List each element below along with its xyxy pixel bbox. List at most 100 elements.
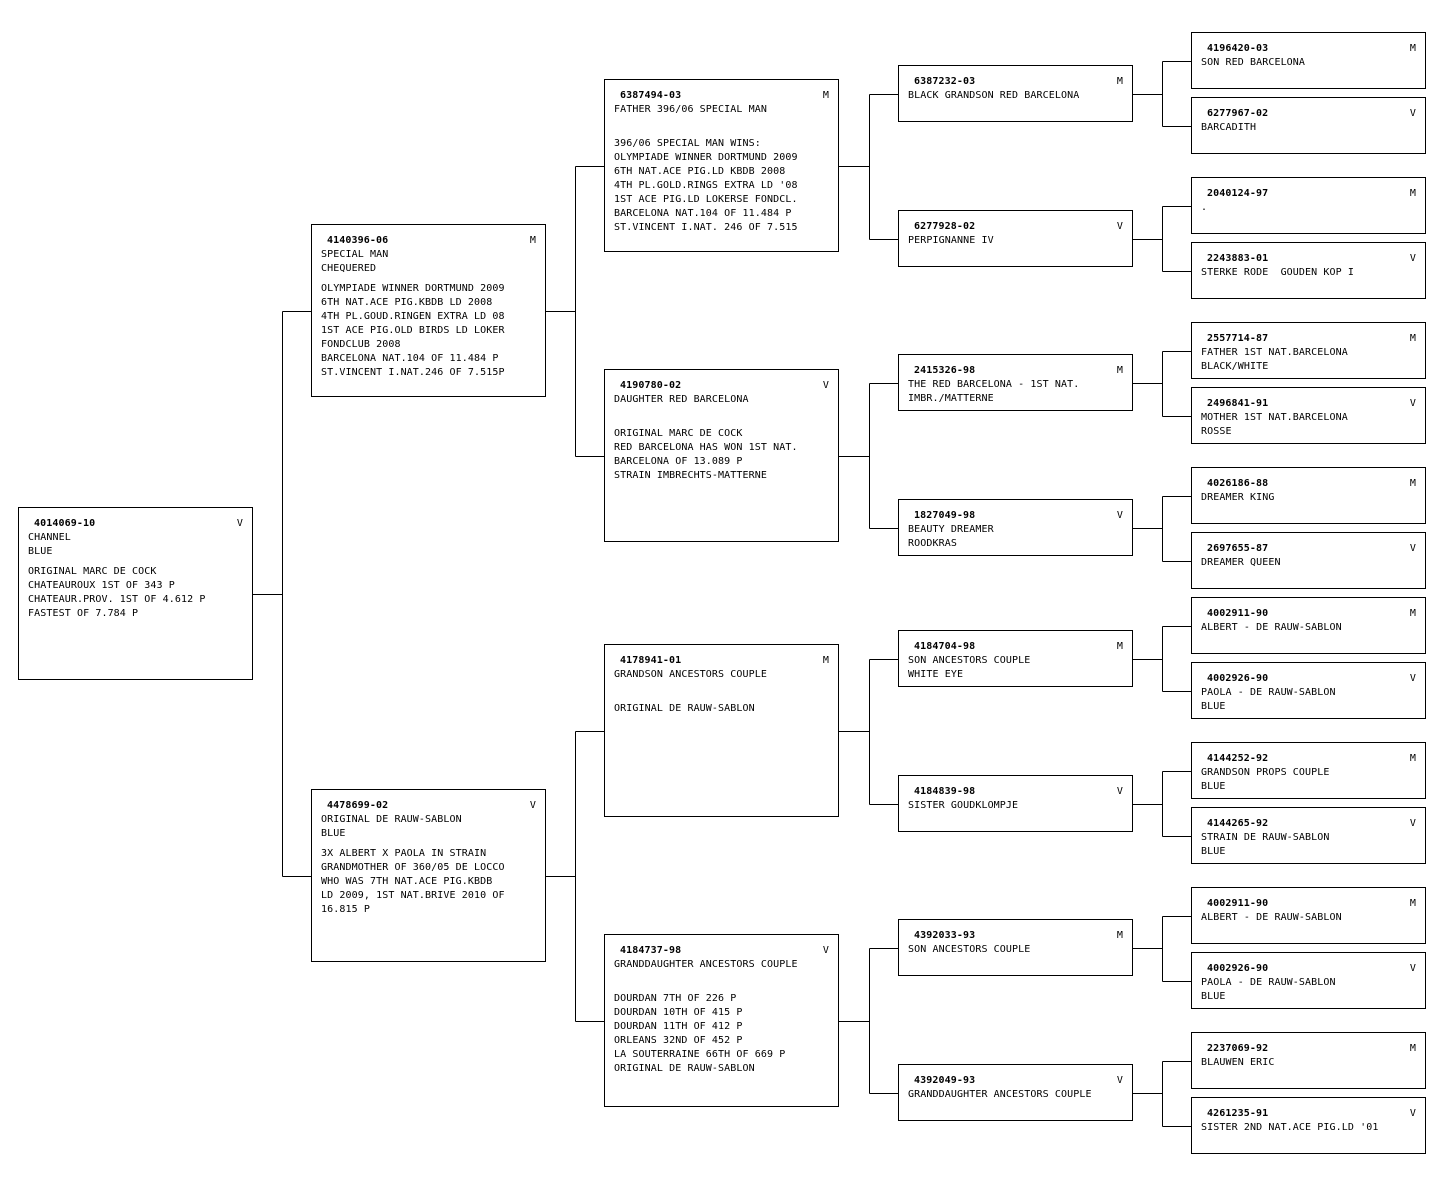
sex-marker: V <box>1409 253 1416 264</box>
pigeon-name-line: SISTER 2ND NAT.ACE PIG.LD '01 <box>1201 1122 1379 1133</box>
ring-number: 2415326-98 <box>914 365 976 376</box>
sex-marker: V <box>236 518 243 529</box>
achievement-line: GRANDMOTHER OF 360/05 DE LOCCO <box>321 862 505 873</box>
pigeon-name-line: ROSSE <box>1201 426 1232 437</box>
ring-number: 4002911-90 <box>1207 608 1269 619</box>
sex-marker: M <box>1409 478 1416 489</box>
pigeon-name-line: WHITE EYE <box>908 669 964 680</box>
sex-marker: V <box>1116 510 1123 521</box>
pigeon-name-line: THE RED BARCELONA - 1ST NAT. <box>908 379 1080 390</box>
ring-number: 4002926-90 <box>1207 673 1269 684</box>
sex-marker: M <box>1116 930 1123 941</box>
ring-number: 4144252-92 <box>1207 753 1269 764</box>
achievement-line: 6TH NAT.ACE PIG.KBDB LD 2008 <box>321 297 493 308</box>
pigeon-name-line: BLUE <box>321 828 346 839</box>
achievement-line: BARCELONA OF 13.089 P <box>614 456 743 467</box>
achievement-line: 6TH NAT.ACE PIG.LD KBDB 2008 <box>614 166 786 177</box>
ring-number: 4184704-98 <box>914 641 976 652</box>
achievement-line: CHATEAUR.PROV. 1ST OF 4.612 P <box>28 594 206 605</box>
achievement-line: OLYMPIADE WINNER DORTMUND 2009 <box>614 152 798 163</box>
notes-spacer <box>614 682 829 702</box>
sex-marker: V <box>1409 1108 1416 1119</box>
achievement-line: ORLEANS 32ND OF 452 P <box>614 1035 743 1046</box>
ring-number: 6387494-03 <box>620 90 682 101</box>
achievement-line: BARCELONA NAT.104 OF 11.484 P <box>614 208 792 219</box>
ring-number: 2557714-87 <box>1207 333 1269 344</box>
achievement-line: OLYMPIADE WINNER DORTMUND 2009 <box>321 283 505 294</box>
pigeon-name-line: CHEQUERED <box>321 263 377 274</box>
ring-number: 2496841-91 <box>1207 398 1269 409</box>
notes-spacer <box>614 972 829 992</box>
ring-number: 4190780-02 <box>620 380 682 391</box>
pigeon-name-line: PAOLA - DE RAUW-SABLON <box>1201 977 1336 988</box>
achievement-line: FASTEST OF 7.784 P <box>28 608 139 619</box>
ring-number: 6277928-02 <box>914 221 976 232</box>
pigeon-name-line: SON ANCESTORS COUPLE <box>908 944 1031 955</box>
pigeon-name-line: GRANDSON PROPS COUPLE <box>1201 767 1330 778</box>
sex-marker: M <box>1409 333 1416 344</box>
pigeon-name-line: ROODKRAS <box>908 538 957 549</box>
ring-number: 4014069-10 <box>34 518 96 529</box>
ring-number: 4184737-98 <box>620 945 682 956</box>
sex-marker: M <box>1409 608 1416 619</box>
sex-marker: M <box>1409 43 1416 54</box>
pigeon-name-line: SON ANCESTORS COUPLE <box>908 655 1031 666</box>
achievement-line: LD 2009, 1ST NAT.BRIVE 2010 OF <box>321 890 505 901</box>
sex-marker: V <box>1116 1075 1123 1086</box>
pigeon-name-line: DREAMER QUEEN <box>1201 557 1281 568</box>
pigeon-name-line: DAUGHTER RED BARCELONA <box>614 394 749 405</box>
ring-number: 4026186-88 <box>1207 478 1269 489</box>
ring-number: 2697655-87 <box>1207 543 1269 554</box>
pigeon-name-line: ALBERT - DE RAUW-SABLON <box>1201 912 1342 923</box>
sex-marker: V <box>822 380 829 391</box>
achievement-line: ST.VINCENT I.NAT.246 OF 7.515P <box>321 367 505 378</box>
achievement-line: 1ST ACE PIG.OLD BIRDS LD LOKER <box>321 325 505 336</box>
pigeon-name-line: FATHER 1ST NAT.BARCELONA <box>1201 347 1348 358</box>
